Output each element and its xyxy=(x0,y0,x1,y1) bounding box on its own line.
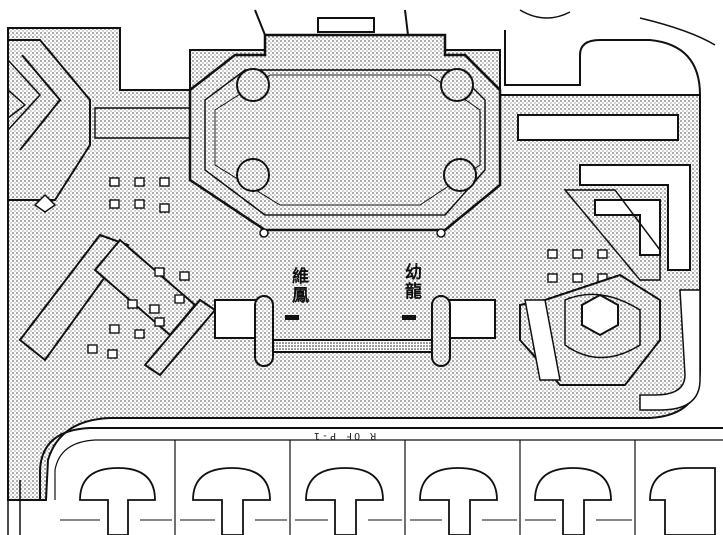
step-nw xyxy=(33,193,57,213)
parking-dividers xyxy=(174,440,636,535)
gate-rail-left xyxy=(214,299,261,339)
pavilion-column-ne xyxy=(440,68,474,102)
fountain-hexagon xyxy=(581,293,619,337)
top-edge-line xyxy=(254,9,409,36)
parking-islands xyxy=(79,467,716,535)
right-planter-step-1 xyxy=(579,164,691,271)
pavilion-outer xyxy=(188,33,502,232)
right-edge-curb xyxy=(639,289,701,411)
tree-grid-right xyxy=(547,249,608,283)
right-planter-step-2 xyxy=(594,199,661,256)
pavilion-column-sw xyxy=(236,158,270,192)
gate-pier-right xyxy=(431,295,451,367)
right-planter-diagonal xyxy=(563,189,661,281)
pavilion-column-se xyxy=(443,158,477,192)
road-curb-inner xyxy=(54,439,723,500)
gate-pier-left xyxy=(254,295,274,367)
tree-grid-lower-left xyxy=(87,267,190,359)
bollard-right xyxy=(436,228,446,238)
plaque-label-left: 維鳳 xyxy=(288,267,308,305)
top-road-curb xyxy=(504,30,701,96)
right-curb-arm xyxy=(524,299,561,381)
gate-base xyxy=(269,339,441,353)
pavilion-column-nw xyxy=(236,68,270,102)
plaque-mark-left xyxy=(285,315,299,320)
right-planter-upper xyxy=(517,114,679,141)
gate-stub xyxy=(317,17,375,33)
tree-grid-upper-left xyxy=(109,177,170,213)
fountain-arc xyxy=(564,293,641,359)
top-road-curve xyxy=(519,9,716,46)
bollard-left xyxy=(259,228,269,238)
left-road-edge xyxy=(7,480,21,535)
reference-mark: R OF P-1 xyxy=(312,430,377,441)
plaque-label-right: 幼龍 xyxy=(401,263,421,301)
upper-left-inner-wall xyxy=(7,59,42,131)
road-curb-outer xyxy=(39,427,723,500)
west-walkway xyxy=(94,107,191,139)
plaque-mark-right xyxy=(402,315,416,320)
gate-rail-right xyxy=(444,299,496,339)
